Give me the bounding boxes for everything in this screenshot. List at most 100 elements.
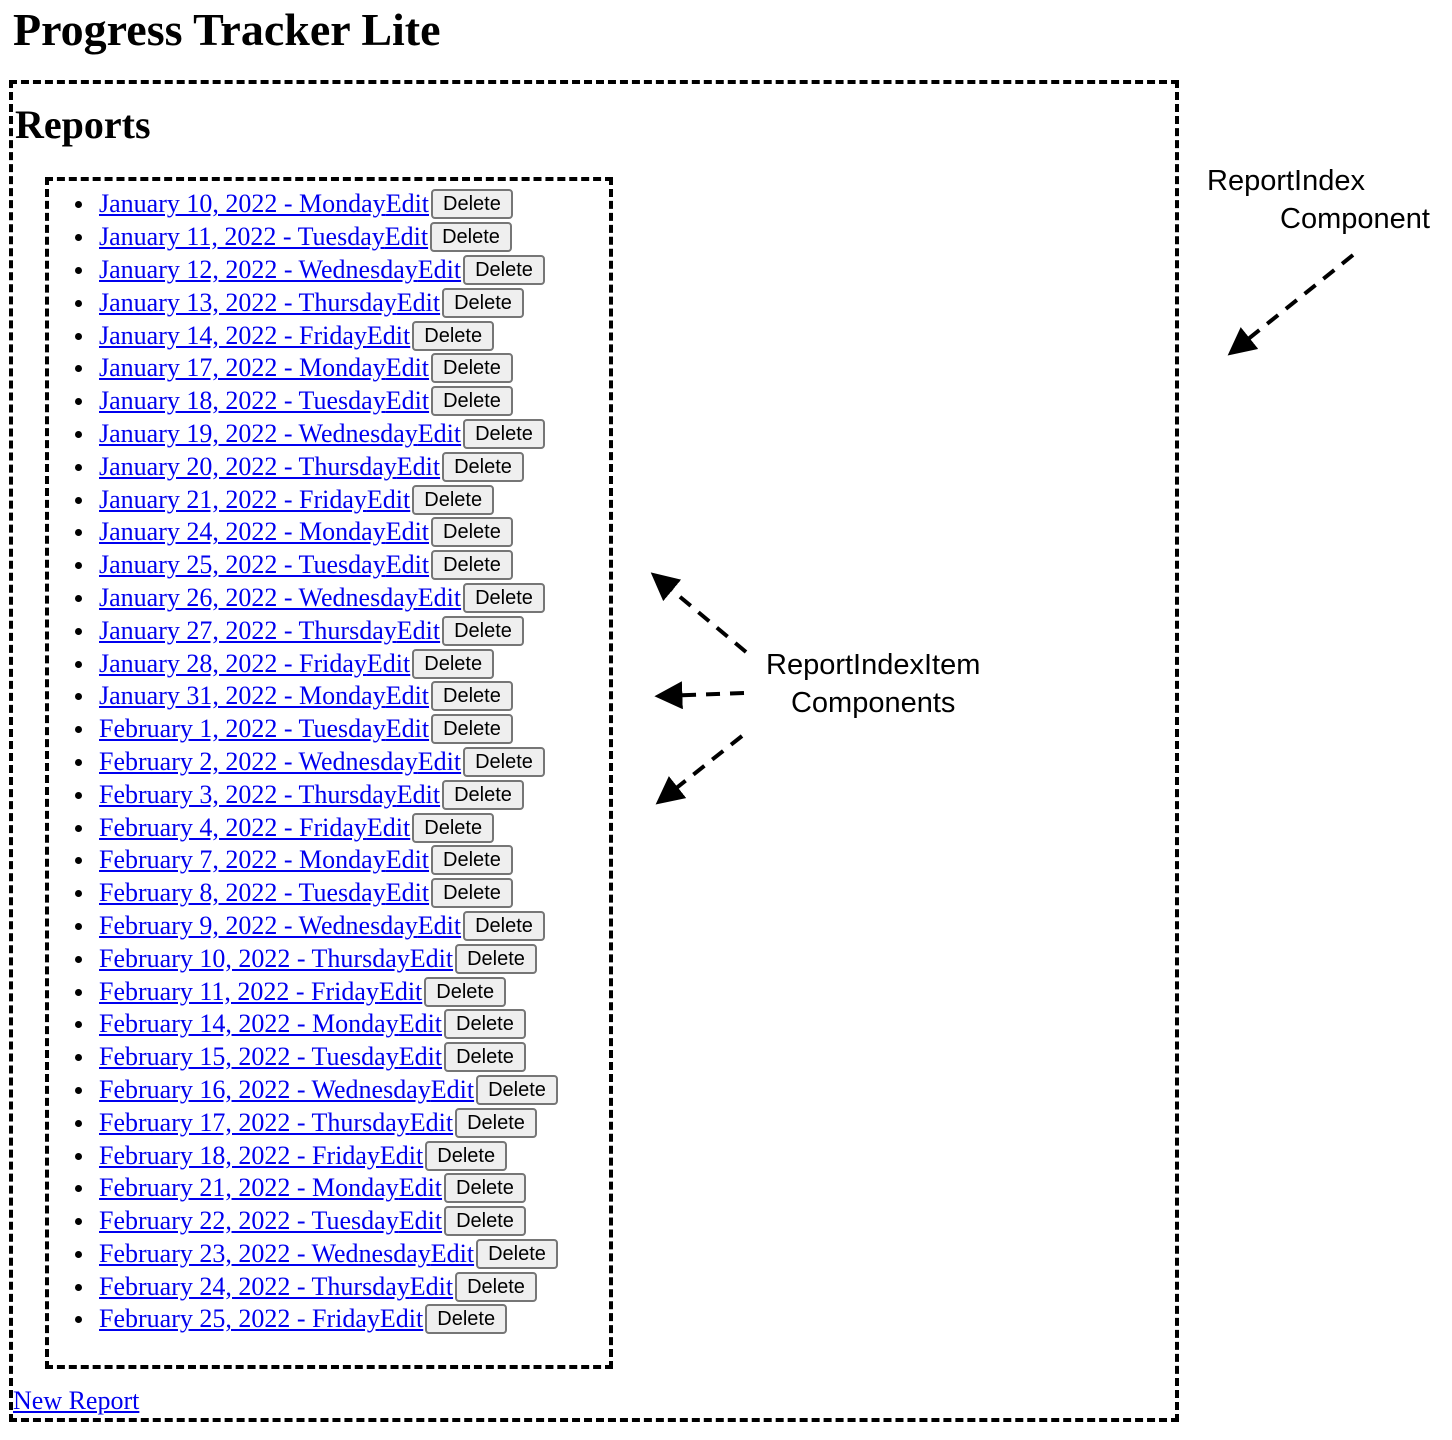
report-date-link[interactable]: February 7, 2022 - Monday [99,845,386,875]
report-date-link[interactable]: January 24, 2022 - Monday [99,517,386,547]
report-date-link[interactable]: January 31, 2022 - Monday [99,681,386,711]
report-date-link[interactable]: January 21, 2022 - Friday [99,484,367,514]
edit-report-link[interactable]: Edit [384,222,429,252]
report-date-link[interactable]: February 22, 2022 - Tuesday [99,1206,399,1236]
report-date-link[interactable]: February 25, 2022 - Friday [99,1304,380,1334]
edit-report-link[interactable]: Edit [385,353,430,383]
edit-report-link[interactable]: Edit [409,1271,454,1301]
edit-report-link[interactable]: Edit [430,1074,475,1104]
edit-report-link[interactable]: Edit [409,1107,454,1137]
report-date-link[interactable]: January 13, 2022 - Thursday [99,287,397,317]
report-date-link[interactable]: January 26, 2022 - Wednesday [99,582,418,612]
delete-report-button[interactable]: Delete [412,320,495,351]
report-date-link[interactable]: February 11, 2022 - Friday [99,976,379,1006]
report-date-link[interactable]: January 17, 2022 - Monday [99,353,386,383]
edit-report-link[interactable]: Edit [379,1140,424,1170]
edit-report-link[interactable]: Edit [385,189,430,219]
delete-report-button[interactable]: Delete [455,1271,537,1302]
delete-report-button[interactable]: Delete [444,1042,526,1073]
report-date-link[interactable]: January 12, 2022 - Wednesday [99,254,418,284]
delete-report-button[interactable]: Delete [444,1206,526,1237]
delete-report-button[interactable]: Delete [412,812,495,843]
delete-report-button[interactable]: Delete [431,189,513,220]
delete-report-button[interactable]: Delete [431,353,513,384]
report-date-link[interactable]: January 28, 2022 - Friday [99,648,367,678]
edit-report-link[interactable]: Edit [417,418,462,448]
report-date-link[interactable]: January 27, 2022 - Thursday [99,615,397,645]
report-date-link[interactable]: January 14, 2022 - Friday [99,320,367,350]
report-date-link[interactable]: January 10, 2022 - Monday [99,189,386,219]
edit-report-link[interactable]: Edit [398,1206,443,1236]
delete-report-button[interactable]: Delete [444,1173,526,1204]
edit-report-link[interactable]: Edit [398,1173,443,1203]
edit-report-link[interactable]: Edit [378,976,423,1006]
report-date-link[interactable]: January 19, 2022 - Wednesday [99,418,418,448]
edit-report-link[interactable]: Edit [398,1009,443,1039]
report-date-link[interactable]: February 17, 2022 - Thursday [99,1107,410,1137]
delete-report-button[interactable]: Delete [442,287,524,318]
edit-report-link[interactable]: Edit [417,582,462,612]
delete-report-button[interactable]: Delete [431,681,513,712]
delete-report-button[interactable]: Delete [476,1074,558,1105]
edit-report-link[interactable]: Edit [417,254,462,284]
edit-report-link[interactable]: Edit [385,681,430,711]
delete-report-button[interactable]: Delete [424,976,507,1007]
edit-report-link[interactable]: Edit [366,320,411,350]
edit-report-link[interactable]: Edit [366,648,411,678]
report-date-link[interactable]: January 20, 2022 - Thursday [99,451,397,481]
edit-report-link[interactable]: Edit [396,287,441,317]
edit-report-link[interactable]: Edit [430,1238,475,1268]
edit-report-link[interactable]: Edit [385,878,430,908]
new-report-link[interactable]: New Report [13,1386,140,1415]
delete-report-button[interactable]: Delete [425,1304,508,1335]
report-date-link[interactable]: February 2, 2022 - Wednesday [99,746,418,776]
delete-report-button[interactable]: Delete [431,878,513,909]
report-date-link[interactable]: February 14, 2022 - Monday [99,1009,399,1039]
delete-report-button[interactable]: Delete [444,1009,526,1040]
edit-report-link[interactable]: Edit [396,451,441,481]
report-date-link[interactable]: January 25, 2022 - Tuesday [99,550,386,580]
delete-report-button[interactable]: Delete [463,254,545,285]
delete-report-button[interactable]: Delete [425,1140,508,1171]
delete-report-button[interactable]: Delete [463,746,545,777]
edit-report-link[interactable]: Edit [366,812,411,842]
edit-report-link[interactable]: Edit [417,910,462,940]
delete-report-button[interactable]: Delete [431,714,513,745]
report-date-link[interactable]: February 4, 2022 - Friday [99,812,367,842]
report-date-link[interactable]: February 8, 2022 - Tuesday [99,878,386,908]
edit-report-link[interactable]: Edit [385,550,430,580]
delete-report-button[interactable]: Delete [412,648,495,679]
report-date-link[interactable]: February 23, 2022 - Wednesday [99,1238,431,1268]
report-date-link[interactable]: February 15, 2022 - Tuesday [99,1042,399,1072]
edit-report-link[interactable]: Edit [366,484,411,514]
report-date-link[interactable]: January 18, 2022 - Tuesday [99,386,386,416]
edit-report-link[interactable]: Edit [396,779,441,809]
delete-report-button[interactable]: Delete [442,451,524,482]
delete-report-button[interactable]: Delete [431,517,513,548]
delete-report-button[interactable]: Delete [476,1238,558,1269]
edit-report-link[interactable]: Edit [409,943,454,973]
delete-report-button[interactable]: Delete [431,845,513,876]
report-date-link[interactable]: February 24, 2022 - Thursday [99,1271,410,1301]
report-date-link[interactable]: February 10, 2022 - Thursday [99,943,410,973]
report-date-link[interactable]: February 1, 2022 - Tuesday [99,714,386,744]
delete-report-button[interactable]: Delete [431,386,513,417]
edit-report-link[interactable]: Edit [379,1304,424,1334]
report-date-link[interactable]: February 3, 2022 - Thursday [99,779,397,809]
report-date-link[interactable]: February 18, 2022 - Friday [99,1140,380,1170]
edit-report-link[interactable]: Edit [417,746,462,776]
delete-report-button[interactable]: Delete [463,582,545,613]
report-date-link[interactable]: January 11, 2022 - Tuesday [99,222,385,252]
delete-report-button[interactable]: Delete [442,779,524,810]
delete-report-button[interactable]: Delete [463,910,545,941]
delete-report-button[interactable]: Delete [431,550,513,581]
delete-report-button[interactable]: Delete [412,484,495,515]
report-date-link[interactable]: February 9, 2022 - Wednesday [99,910,418,940]
report-date-link[interactable]: February 21, 2022 - Monday [99,1173,399,1203]
delete-report-button[interactable]: Delete [442,615,524,646]
edit-report-link[interactable]: Edit [385,386,430,416]
edit-report-link[interactable]: Edit [385,845,430,875]
delete-report-button[interactable]: Delete [463,418,545,449]
report-date-link[interactable]: February 16, 2022 - Wednesday [99,1074,431,1104]
edit-report-link[interactable]: Edit [396,615,441,645]
